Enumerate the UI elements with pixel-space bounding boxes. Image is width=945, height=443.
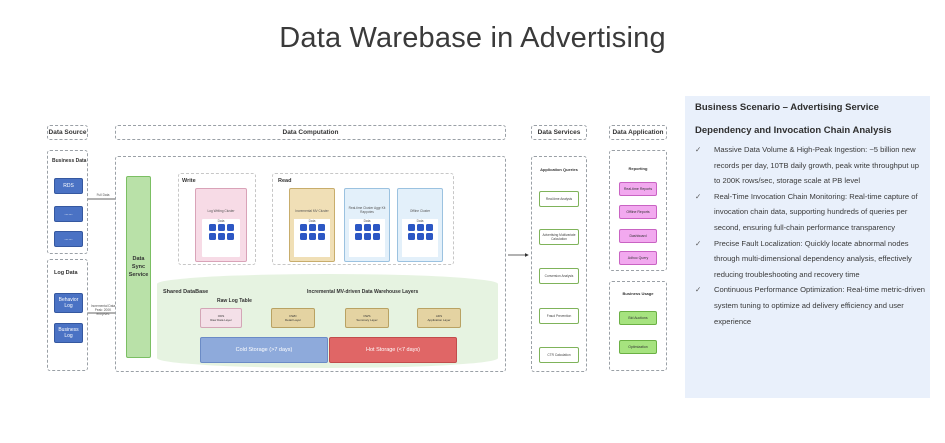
business-data-group: Business Data RDS ...... ...... (47, 150, 88, 254)
data-services-group: Application Queries Real-time Analysis A… (531, 156, 587, 372)
bullet-text: Real-time capture of invocation chain da… (714, 191, 918, 232)
layer-name: Application Layer (427, 318, 451, 322)
business-source-box: ...... (54, 206, 83, 222)
checkmark-icon: ✓ (695, 285, 702, 295)
incremental-mv-cluster: Incremental MV Cluster Data (289, 188, 335, 262)
write-label: Write (182, 178, 196, 184)
header-data-application: Data Application (609, 125, 667, 140)
layer-name: Detail Layer (284, 318, 301, 322)
report-item: Adhoc Query (619, 251, 657, 265)
full-data-label: Full Data (96, 193, 110, 197)
bullet-text: Real-time metric-driven system tuning to… (714, 285, 926, 326)
business-item: Bid Auctions (619, 311, 657, 325)
write-area: Write Log Writing Cluster Data (178, 173, 256, 265)
reporting-group: Reporting Real-time Reports Offline Repo… (609, 150, 667, 271)
service-item: Real-time Analysis (539, 191, 579, 207)
bullet-item: ✓ Massive Data Volume & High-Peak Ingesti… (695, 142, 927, 189)
business-usage-group: Business Usage Bid Auctions Optimization (609, 281, 667, 371)
data-sync-service-label: Data Sync Service (128, 256, 149, 278)
checkmark-icon: ✓ (695, 145, 702, 154)
log-data-group: Log Data Behavior Log Business Log (47, 259, 88, 371)
behavior-log-box: Behavior Log (54, 293, 83, 313)
layer-code: DWD (289, 314, 297, 318)
bullet-item: ✓Real-Time Invocation Chain Monitoring: … (695, 189, 927, 236)
report-item: Offline Reports (619, 205, 657, 219)
bullet-item: ✓Precise Fault Localization: Quickly loc… (695, 236, 927, 283)
service-item: Conversion Analysis (539, 268, 579, 284)
ads-layer: ADS Application Layer (417, 308, 461, 328)
log-writing-cluster: Log Writing Cluster Data (195, 188, 247, 262)
cluster-data-label: Data (416, 219, 424, 223)
service-item: Advertising Multivariate Calculation (539, 229, 579, 245)
cluster-data-label: Data (363, 219, 371, 223)
offline-cluster: Offline Cluster Data (397, 188, 443, 262)
cluster-node-grid: Data (202, 219, 240, 257)
reporting-label: Reporting (628, 166, 648, 171)
read-area: Read Incremental MV Cluster Data Real-ti… (272, 173, 454, 265)
offline-cluster-label: Offline Cluster (409, 209, 431, 213)
panel-bullet-list: ✓ Massive Data Volume & High-Peak Ingesti… (695, 142, 927, 329)
report-item: Real-time Reports (619, 182, 657, 196)
header-data-services: Data Services (531, 125, 587, 140)
realtime-cluster-label: Real-time Cluster Aggr Kit Rappotes (348, 206, 386, 214)
page-title: Data Warebase in Advertising (279, 22, 666, 54)
report-item: Dashboard (619, 229, 657, 243)
bullet-text: Quickly locate abnormal nodes through mu… (714, 238, 912, 279)
cluster-node-grid: Data (294, 219, 330, 257)
hot-storage: Hot Storage (<7 days) (329, 337, 457, 363)
incremental-data-label: Incremental Data Peak: 200K entry/sec (90, 304, 116, 316)
bullet-text: ~5 billion new records per day, 10TB dai… (714, 145, 920, 186)
data-sync-service: Data Sync Service (126, 176, 151, 358)
cluster-node-grid: Data (402, 219, 438, 257)
business-source-box: ...... (54, 231, 83, 247)
read-label: Read (278, 178, 292, 184)
business-data-label: Business Data (52, 158, 87, 164)
layer-name: Raw Data Layer (210, 318, 232, 322)
business-item: Optimization (619, 340, 657, 354)
shared-database-label: Shared DataBase (163, 289, 209, 295)
info-panel: Business Scenario – Advertising Service … (685, 96, 930, 398)
panel-heading-analysis: Dependency and Invocation Chain Analysis (695, 125, 892, 136)
layer-code: DWS (363, 314, 371, 318)
header-data-computation: Data Computation (115, 125, 506, 140)
ods-layer: ODS Raw Data Layer (200, 308, 242, 328)
application-queries-label: Application Queries (540, 167, 578, 172)
dw-layers-label: Incremental MV-driven Data Warehouse Lay… (307, 289, 419, 295)
layer-name: Summary Layer (356, 318, 378, 322)
raw-log-table-label: Raw Log Table (217, 298, 252, 304)
panel-heading-scenario: Business Scenario – Advertising Service (695, 102, 879, 113)
layer-code: ODS (217, 314, 225, 318)
checkmark-icon: ✓ (695, 238, 702, 248)
layer-code: ADS (435, 314, 443, 318)
checkmark-icon: ✓ (695, 191, 702, 201)
service-item: CTR Calculation (539, 347, 579, 363)
cluster-data-label: Data (217, 219, 225, 223)
realtime-cluster: Real-time Cluster Aggr Kit Rappotes Data (344, 188, 390, 262)
log-writing-cluster-label: Log Writing Cluster (207, 209, 235, 213)
rds-box: RDS (54, 178, 83, 194)
cluster-data-label: Data (308, 219, 316, 223)
cluster-node-grid: Data (349, 219, 385, 257)
business-log-box: Business Log (54, 323, 83, 343)
bullet-title: Precise Fault Localization (714, 238, 801, 248)
service-item: Fraud Prevention (539, 308, 579, 324)
business-usage-label: Business Usage (622, 291, 654, 296)
bullet-title: Real-Time Invocation Chain Monitoring (714, 191, 845, 201)
dwd-layer: DWD Detail Layer (271, 308, 315, 328)
bullet-item: ✓Continuous Performance Optimization: Re… (695, 282, 927, 329)
bullet-title: Massive Data Volume & High-Peak Ingestio… (714, 145, 866, 154)
bullet-title: Continuous Performance Optimization (714, 285, 843, 295)
cold-storage: Cold Storage (>7 days) (200, 337, 328, 363)
dws-layer: DWS Summary Layer (345, 308, 389, 328)
incremental-mv-cluster-label: Incremental MV Cluster (295, 209, 329, 213)
header-data-source: Data Source (47, 125, 88, 140)
log-data-label: Log Data (54, 270, 78, 276)
